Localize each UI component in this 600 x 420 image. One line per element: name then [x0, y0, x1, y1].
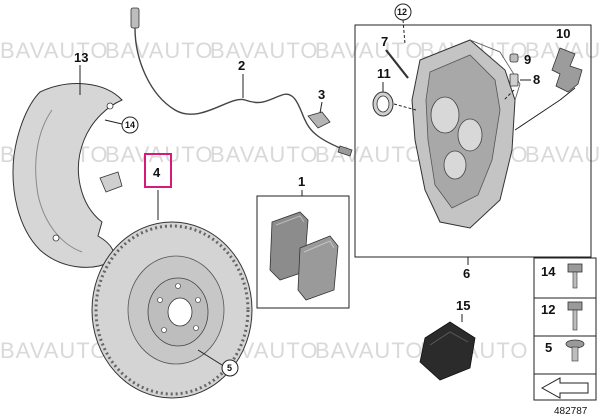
anti-rattle-spring[interactable]	[551, 47, 583, 93]
watermark-text: BAVAUTO	[315, 142, 423, 167]
watermark-text: BAVAUTO	[315, 338, 423, 363]
bolt-14[interactable]	[567, 263, 583, 289]
leader-line	[402, 19, 406, 45]
watermark-text: BAVAUTO	[210, 142, 318, 167]
label-2[interactable]: 2	[238, 58, 245, 73]
label-15[interactable]: 15	[456, 298, 470, 313]
bleed-screw[interactable]	[509, 73, 519, 87]
label-6[interactable]: 6	[463, 266, 470, 281]
label-1[interactable]: 1	[298, 174, 305, 189]
label-3[interactable]: 3	[318, 87, 325, 102]
assembly-paste[interactable]	[419, 321, 476, 381]
leader-line	[559, 87, 576, 101]
watermark-text: BAVAUTO	[0, 338, 108, 363]
leader-line	[503, 89, 515, 101]
label-10[interactable]: 10	[556, 26, 570, 41]
hardware-panel	[533, 257, 597, 401]
sensor-clip[interactable]	[307, 111, 331, 129]
leader-line	[393, 103, 417, 111]
leader-line	[319, 101, 323, 114]
callout-12-text: 12	[397, 7, 407, 17]
watermark-text: BAVAUTO	[105, 38, 213, 63]
hardware-label-5[interactable]: 5	[545, 340, 552, 355]
callout-14[interactable]	[121, 116, 139, 134]
leader-line	[104, 119, 123, 125]
hardware-label-14[interactable]: 14	[541, 264, 556, 279]
guide-pin[interactable]	[385, 49, 409, 79]
piston-seal[interactable]	[372, 91, 394, 117]
label-11[interactable]: 11	[377, 66, 391, 81]
brake-disc[interactable]	[91, 221, 253, 399]
leader-line	[514, 99, 561, 131]
label-8[interactable]: 8	[533, 72, 540, 87]
diagram-number: 482787	[554, 406, 588, 417]
watermark-text: BAVAUTO	[315, 38, 423, 63]
watermark-text: BAVAUTO	[0, 38, 108, 63]
highlight-box	[144, 153, 172, 188]
label-13[interactable]: 13	[74, 50, 88, 65]
label-9[interactable]: 9	[524, 52, 531, 67]
brake-caliper[interactable]	[411, 39, 521, 229]
watermark-text: BAVAUTO	[525, 142, 600, 167]
brake-pad-outer[interactable]	[297, 235, 339, 301]
screw-5[interactable]	[565, 339, 585, 362]
leader-line	[197, 349, 223, 366]
watermark-text: BAVAUTO	[210, 38, 318, 63]
arrow-icon	[540, 377, 589, 399]
bleed-cap[interactable]	[509, 53, 519, 63]
dust-shield[interactable]	[12, 83, 123, 268]
callout-5[interactable]	[221, 359, 239, 377]
callout-5-text: 5	[227, 363, 232, 373]
brake-pads-box	[256, 195, 350, 309]
wear-sensor-cable[interactable]	[130, 7, 353, 157]
hardware-label-12[interactable]: 12	[541, 302, 555, 317]
label-4[interactable]: 4	[153, 165, 161, 180]
caliper-box	[354, 24, 592, 258]
callout-14-text: 14	[125, 120, 135, 130]
bolt-12[interactable]	[567, 301, 583, 331]
label-7[interactable]: 7	[381, 34, 388, 49]
